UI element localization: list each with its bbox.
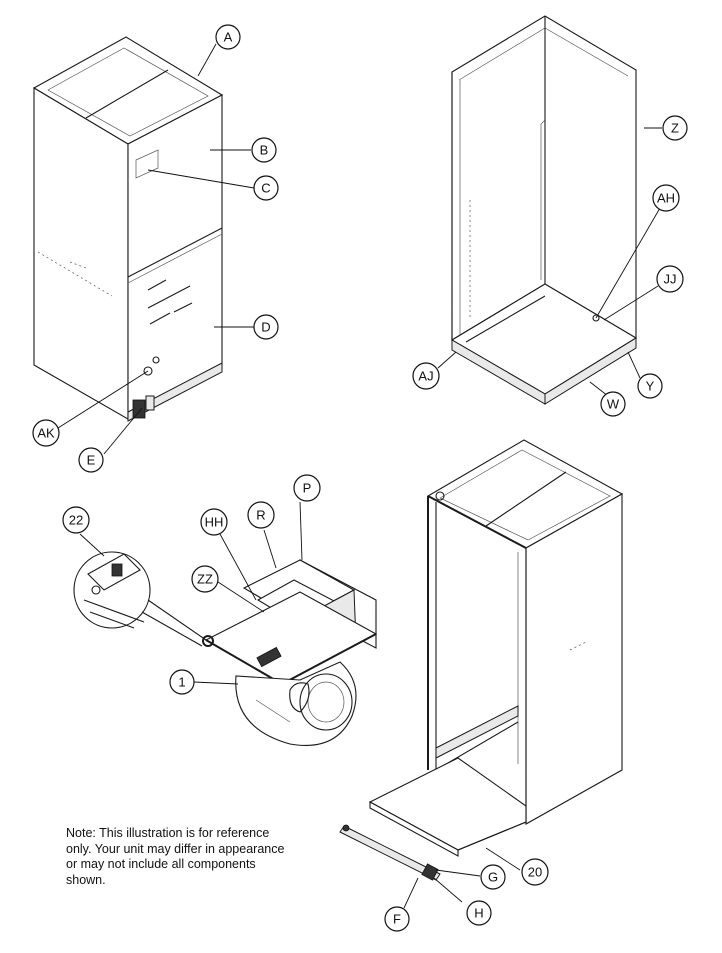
svg-text:R: R (256, 508, 265, 523)
svg-text:22: 22 (69, 513, 83, 528)
callout-1: 1 (169, 669, 195, 695)
svg-text:AJ: AJ (418, 369, 433, 384)
svg-text:F: F (393, 912, 401, 927)
svg-text:AH: AH (657, 191, 675, 206)
callout-F: F (384, 906, 410, 932)
svg-text:P: P (303, 481, 312, 496)
svg-text:AK: AK (37, 426, 55, 441)
svg-text:H: H (474, 906, 483, 921)
svg-text:B: B (260, 143, 269, 158)
svg-text:W: W (607, 397, 620, 412)
svg-text:G: G (488, 870, 498, 885)
callout-AK: AK (32, 419, 60, 447)
svg-text:20: 20 (528, 865, 542, 880)
svg-text:HH: HH (205, 515, 224, 530)
disclaimer-note: Note: This illustration is for reference… (66, 826, 285, 887)
cabinet-assembly-rear (450, 15, 638, 405)
callout-H: H (466, 900, 492, 926)
svg-text:E: E (87, 453, 96, 468)
svg-text:Z: Z (671, 121, 679, 136)
callout-Y: Y (637, 373, 663, 399)
callout-E: E (78, 447, 104, 473)
callout-W: W (600, 391, 626, 417)
callout-HH: HH (200, 508, 228, 536)
callout-20: 20 (521, 858, 549, 886)
callout-B: B (251, 137, 277, 163)
cabinet-assembly-open (339, 439, 624, 881)
svg-text:ZZ: ZZ (197, 572, 213, 587)
blower-assembly (202, 559, 378, 746)
svg-text:C: C (261, 181, 270, 196)
leader-lines (57, 43, 662, 909)
detail-22-inset (73, 551, 207, 647)
svg-text:D: D (261, 320, 270, 335)
callout-A: A (215, 24, 241, 50)
callout-C: C (253, 175, 279, 201)
cabinet-assembly-front (32, 36, 224, 422)
callout-D: D (253, 314, 279, 340)
callout-AH: AH (652, 184, 680, 212)
svg-text:1: 1 (178, 675, 185, 690)
callout-ZZ: ZZ (191, 565, 219, 593)
callout-R: R (247, 501, 275, 529)
callout-P: P (293, 474, 321, 502)
callout-AJ: AJ (412, 362, 440, 390)
callout-Z: Z (662, 115, 688, 141)
svg-text:A: A (224, 30, 233, 45)
callout-JJ: JJ (656, 265, 684, 293)
svg-text:Y: Y (646, 379, 655, 394)
callout-G: G (480, 864, 506, 890)
callout-22: 22 (62, 506, 90, 534)
svg-text:JJ: JJ (664, 272, 677, 287)
